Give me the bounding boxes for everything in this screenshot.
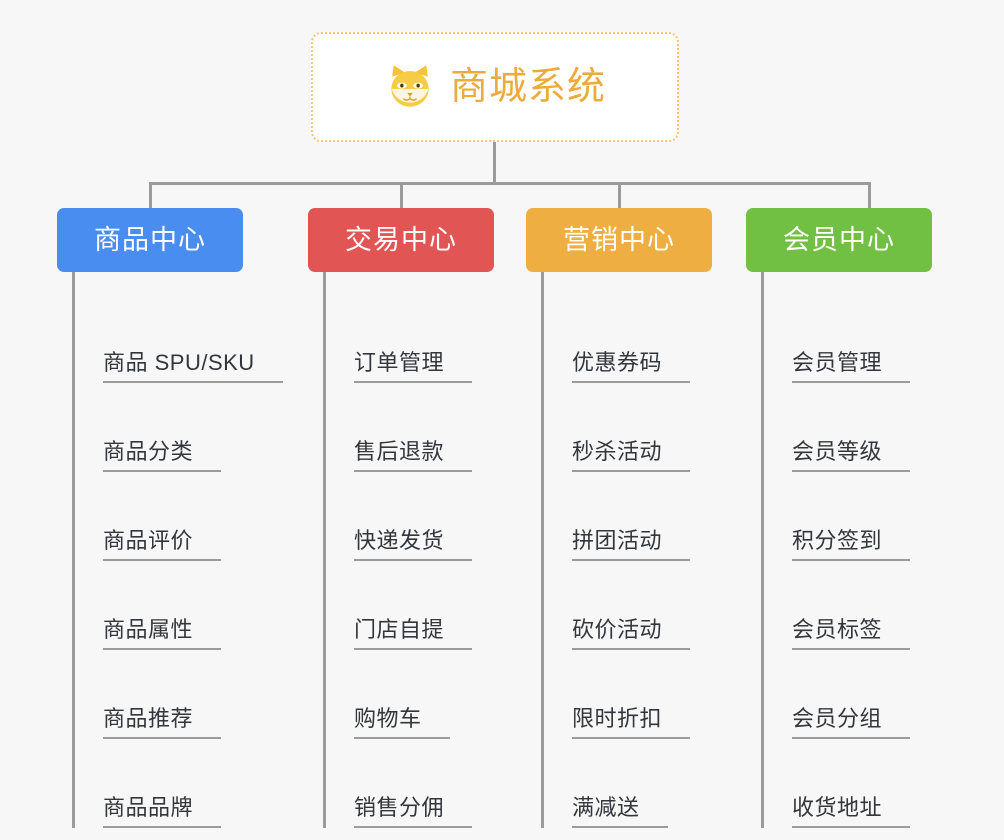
leaf-label: 会员标签 (792, 618, 911, 650)
leaf-label: 优惠券码 (572, 351, 691, 383)
list-item[interactable]: 商品分类 (75, 383, 243, 472)
connector-horizontal-bus (149, 182, 871, 185)
category-box-1[interactable]: 商品中心 (57, 208, 243, 272)
connector-root-stem (493, 142, 496, 184)
branch-column-营销中心: 营销中心 优惠券码 秒杀活动 拼团活动 砍价活动 限时折扣 满减送 (526, 208, 712, 828)
leaf-label: 购物车 (354, 707, 450, 739)
list-item[interactable]: 销售分佣 (326, 739, 494, 828)
leaf-label: 会员分组 (792, 707, 911, 739)
leaf-label: 会员管理 (792, 351, 911, 383)
list-item[interactable]: 会员标签 (764, 561, 932, 650)
shiba-dog-face-icon (384, 62, 436, 114)
leaf-list-2: 订单管理 售后退款 快递发货 门店自提 购物车 销售分佣 (323, 272, 494, 828)
list-item[interactable]: 积分签到 (764, 472, 932, 561)
leaf-label: 订单管理 (354, 351, 473, 383)
category-label-1: 商品中心 (94, 224, 206, 255)
list-item[interactable]: 购物车 (326, 650, 494, 739)
root-node[interactable]: 商城系统 (311, 32, 679, 142)
list-item[interactable]: 商品品牌 (75, 739, 243, 828)
category-label-4: 会员中心 (783, 224, 895, 255)
list-item[interactable]: 订单管理 (326, 294, 494, 383)
leaf-list-1: 商品 SPU/SKU 商品分类 商品评价 商品属性 商品推荐 商品品牌 (72, 272, 283, 828)
leaf-label: 收货地址 (792, 796, 911, 828)
branch-column-商品中心: 商品中心 商品 SPU/SKU 商品分类 商品评价 商品属性 商品推荐 商品品牌 (57, 208, 283, 828)
leaf-label: 商品属性 (103, 618, 222, 650)
list-item[interactable]: 商品推荐 (75, 650, 243, 739)
connector-drop-1 (149, 182, 152, 210)
leaf-label: 拼团活动 (572, 529, 691, 561)
list-item[interactable]: 商品评价 (75, 472, 243, 561)
list-item[interactable]: 售后退款 (326, 383, 494, 472)
leaf-label: 满减送 (572, 796, 668, 828)
leaf-label: 商品 SPU/SKU (103, 351, 283, 383)
list-item[interactable]: 拼团活动 (544, 472, 712, 561)
leaf-label: 商品评价 (103, 529, 222, 561)
leaf-label: 销售分佣 (354, 796, 473, 828)
connector-drop-3 (618, 182, 621, 210)
category-label-3: 营销中心 (563, 224, 675, 255)
leaf-label: 会员等级 (792, 440, 911, 472)
list-item[interactable]: 满减送 (544, 739, 712, 828)
list-item[interactable]: 快递发货 (326, 472, 494, 561)
list-item[interactable]: 秒杀活动 (544, 383, 712, 472)
list-item[interactable]: 会员等级 (764, 383, 932, 472)
list-item[interactable]: 砍价活动 (544, 561, 712, 650)
list-item[interactable]: 会员管理 (764, 294, 932, 383)
leaf-list-4: 会员管理 会员等级 积分签到 会员标签 会员分组 收货地址 (761, 272, 932, 828)
leaf-label: 快递发货 (354, 529, 473, 561)
leaf-label: 积分签到 (792, 529, 911, 561)
list-item[interactable]: 门店自提 (326, 561, 494, 650)
list-item[interactable]: 商品 SPU/SKU (75, 294, 283, 383)
branch-column-交易中心: 交易中心 订单管理 售后退款 快递发货 门店自提 购物车 销售分佣 (308, 208, 494, 828)
list-item[interactable]: 收货地址 (764, 739, 932, 828)
leaf-label: 秒杀活动 (572, 440, 691, 472)
leaf-label: 门店自提 (354, 618, 473, 650)
list-item[interactable]: 优惠券码 (544, 294, 712, 383)
root-title: 商城系统 (449, 66, 606, 108)
list-item[interactable]: 限时折扣 (544, 650, 712, 739)
leaf-label: 限时折扣 (572, 707, 691, 739)
leaf-label: 商品分类 (103, 440, 222, 472)
category-label-2: 交易中心 (345, 224, 457, 255)
connector-drop-2 (400, 182, 403, 210)
leaf-label: 售后退款 (354, 440, 473, 472)
category-box-2[interactable]: 交易中心 (308, 208, 494, 272)
category-box-4[interactable]: 会员中心 (746, 208, 932, 272)
connector-drop-4 (868, 182, 871, 210)
leaf-label: 商品品牌 (103, 796, 222, 828)
list-item[interactable]: 商品属性 (75, 561, 243, 650)
leaf-list-3: 优惠券码 秒杀活动 拼团活动 砍价活动 限时折扣 满减送 (541, 272, 712, 828)
leaf-label: 砍价活动 (572, 618, 691, 650)
leaf-label: 商品推荐 (103, 707, 222, 739)
category-box-3[interactable]: 营销中心 (526, 208, 712, 272)
branch-column-会员中心: 会员中心 会员管理 会员等级 积分签到 会员标签 会员分组 收货地址 (746, 208, 932, 828)
list-item[interactable]: 会员分组 (764, 650, 932, 739)
